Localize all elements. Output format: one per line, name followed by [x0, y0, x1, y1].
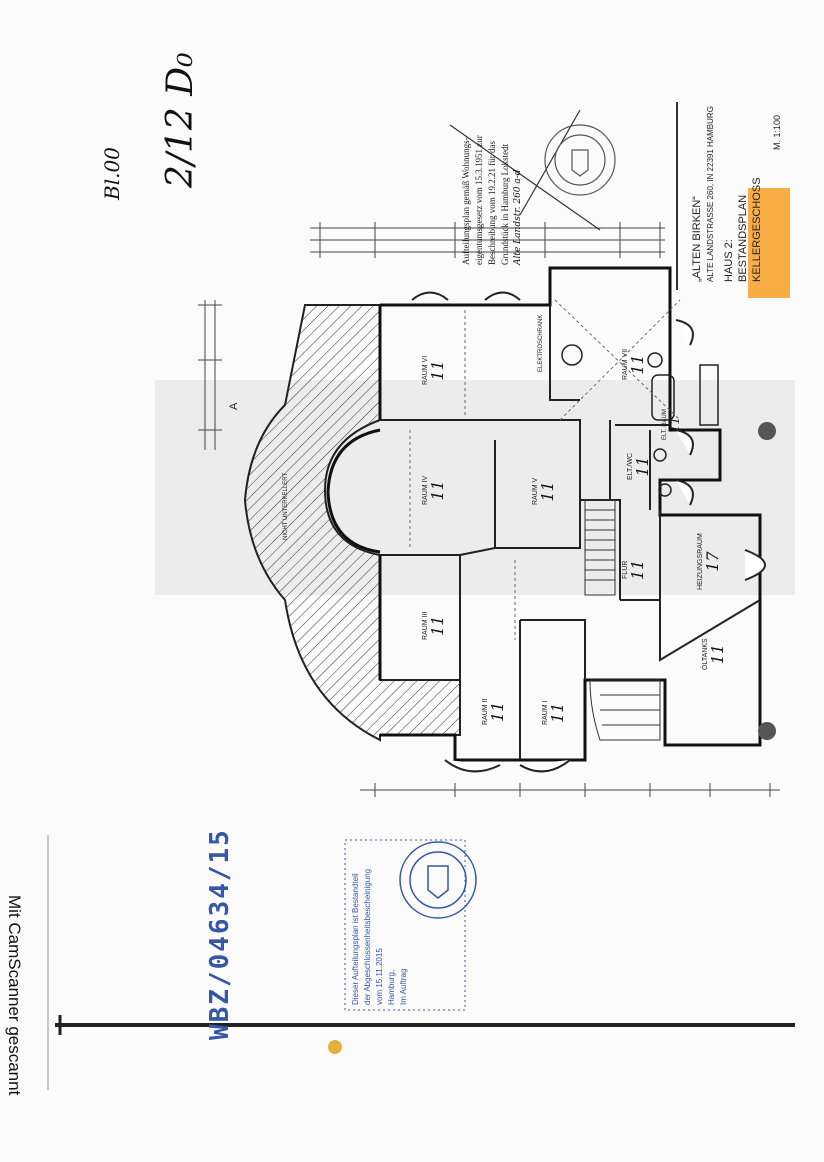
- bay-windows: [411, 291, 766, 773]
- stamp-frame: [344, 839, 466, 1011]
- title-block-text: „ALTEN BIRKEN“ ALTE LANDSTRASSE 260, IN …: [690, 106, 764, 282]
- room-label: FLUR 11: [620, 559, 647, 580]
- room-label: HEIZUNGSRAUM 17: [695, 533, 722, 590]
- house-label: HAUS 2:: [723, 239, 735, 282]
- stamp-line: Dieser Aufteilungsplan ist Bestandteil: [351, 873, 360, 1005]
- dimension-lines-top: [310, 222, 665, 258]
- stamp-line: Hamburg,: [387, 969, 396, 1005]
- handwritten-reference: 2/12 D₀: [160, 52, 201, 188]
- round-stamp-top: [544, 124, 616, 196]
- room-unit: 11: [428, 615, 447, 636]
- stamp-number-left: Bl.00: [100, 147, 124, 200]
- round-stamp-lower: [399, 841, 477, 919]
- plan-type: BESTANDSPLAN: [737, 194, 749, 282]
- punch-hole: [758, 422, 776, 440]
- stamp-line: Im Auftrag: [399, 968, 408, 1005]
- room-unit: 11: [668, 416, 682, 433]
- approval-strikeout: [449, 109, 601, 231]
- registration-stamp: WBZ/04634/15: [205, 828, 235, 1040]
- dimension-lines-bottom: [360, 783, 780, 797]
- room-label: ELT./WC 11: [625, 453, 652, 480]
- highlight-marker: [748, 188, 790, 298]
- room-label: RAUM VII 11: [620, 349, 647, 380]
- room-unit: 11: [428, 480, 447, 501]
- bath-fixtures: [561, 344, 719, 497]
- room-unit: 11: [548, 702, 567, 723]
- title-block: [676, 102, 796, 290]
- room-unit: 11: [628, 354, 647, 375]
- approval-line: Beschreibung vom 19.2.21 für das: [487, 141, 497, 265]
- approval-line: Alte Landstr. 260 a-d: [513, 169, 523, 265]
- room-label: RAUM III 11: [420, 612, 447, 640]
- room-unit: 11: [538, 481, 557, 502]
- certification-stamp-text: Dieser Aufteilungsplan ist Bestandteil d…: [350, 869, 410, 1005]
- approval-line: Aufteilungsplan gemäß Wohnungs-: [461, 137, 471, 265]
- room-label: RAUM VI 11: [420, 356, 447, 385]
- stairs: [584, 499, 661, 741]
- room-label: ÖLTANKS 11: [700, 638, 727, 670]
- stamp-line: der Abgeschlossenheitsbescheinigung: [363, 868, 372, 1005]
- room-unit: 11: [428, 360, 447, 381]
- elevator-label: ELEKTROSCHRANK: [538, 314, 544, 372]
- punch-hole: [758, 722, 776, 740]
- approval-line: eigentumsgesetz vom 15.3.1951 zur: [474, 135, 484, 265]
- room-unit: 11: [628, 559, 647, 580]
- project-name: „ALTEN BIRKEN“: [691, 196, 703, 282]
- project-address: ALTE LANDSTRASSE 260, IN 22391 HAMBURG: [706, 106, 715, 282]
- room-label: RAUM II 11: [480, 699, 507, 725]
- room-unit: 11: [488, 701, 507, 722]
- approval-text: Aufteilungsplan gemäß Wohnungs- eigentum…: [460, 135, 525, 265]
- scale-label: M. 1:100: [772, 114, 782, 150]
- room-label: RAUM I 11: [540, 701, 567, 726]
- punch-hole-yellow: [328, 1040, 342, 1054]
- approval-line: Grundstück in Hamburg Lokstedt: [500, 143, 510, 265]
- bay-wall: [326, 428, 381, 554]
- not-excavated-hatched-area: [243, 304, 461, 742]
- axis-label: A: [228, 402, 240, 410]
- room-label: RAUM V 11: [530, 478, 557, 505]
- scanner-watermark: Mit CamScanner gescannt: [5, 895, 24, 1096]
- room-label: ELT. RAUM 11: [660, 409, 682, 440]
- room-unit: 11: [708, 644, 727, 665]
- exterior-walls: [378, 266, 762, 762]
- room-unit: 17: [703, 551, 722, 572]
- not-excavated-label: NICHT UNTERKELLERT: [283, 472, 289, 540]
- room-unit: 11: [633, 456, 652, 477]
- stamp-line: vom 15.11.2015: [375, 948, 384, 1005]
- floor-name: KELLERGESCHOSS: [751, 177, 763, 282]
- room-label: RAUM IV 11: [420, 476, 447, 505]
